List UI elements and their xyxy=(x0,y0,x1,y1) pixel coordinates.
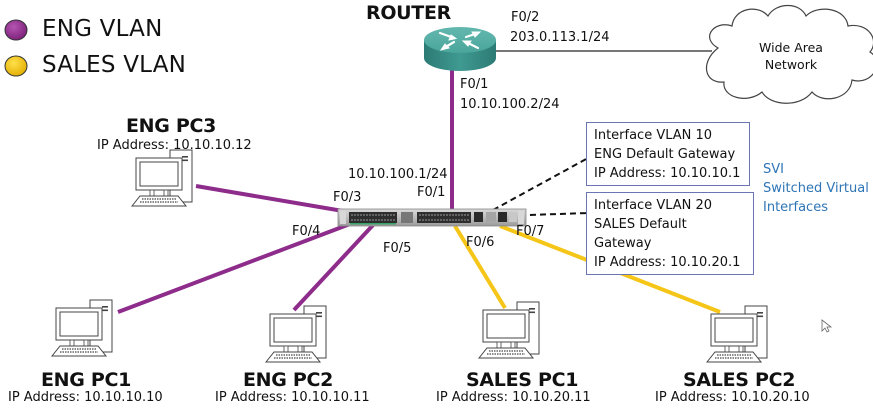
switch-f01-port: F0/1 xyxy=(417,185,446,200)
svi-vlan20-description: SALES Default Gateway xyxy=(594,217,687,251)
switch-f04-port: F0/4 xyxy=(292,224,321,239)
svi-note-line3: Interfaces xyxy=(763,200,828,215)
sales-pc1-name: SALES PC1 xyxy=(466,369,579,391)
legend-sales-vlan-swatch xyxy=(4,55,28,77)
router-f02-port: F0/2 xyxy=(511,10,540,25)
svi-vlan10-box: Interface VLAN 10 ENG Default Gateway IP… xyxy=(586,122,750,186)
svi-vlan20-ip: IP Address: 10.10.20.1 xyxy=(594,255,741,270)
sales-pc1-ip: IP Address: 10.10.20.11 xyxy=(436,390,591,405)
link-f05-eng-pc2 xyxy=(292,222,376,312)
router-icon xyxy=(424,27,496,71)
svi-vlan10-interface: Interface VLAN 10 xyxy=(594,128,713,143)
wan-label-line1: Wide Area xyxy=(759,40,823,55)
link-f04-eng-pc1 xyxy=(117,222,351,314)
sales-pc1-icon[interactable] xyxy=(478,301,540,359)
eng-pc1-name: ENG PC1 xyxy=(41,369,132,391)
switch-f06-port: F0/6 xyxy=(466,235,495,250)
svi-vlan10-link xyxy=(492,157,589,211)
eng-pc2-ip: IP Address: 10.10.10.11 xyxy=(215,390,370,405)
switch-f07-port: F0/7 xyxy=(516,224,545,239)
eng-pc2-icon[interactable] xyxy=(265,305,327,363)
link-f03-eng-pc3 xyxy=(195,184,344,213)
eng-pc2-name: ENG PC2 xyxy=(243,369,334,391)
legend-eng-vlan-swatch xyxy=(4,19,28,41)
wan-cloud-icon xyxy=(705,4,873,104)
wan-cloud-label: Wide Area Network xyxy=(746,39,836,73)
mouse-cursor-icon xyxy=(821,319,833,333)
sales-pc2-icon[interactable] xyxy=(706,305,768,363)
switch-icon xyxy=(337,208,527,227)
svi-vlan20-box: Interface VLAN 20 SALES Default Gateway … xyxy=(586,192,754,275)
router-f01-port: F0/1 xyxy=(460,77,489,92)
eng-pc3-icon[interactable] xyxy=(131,149,193,207)
wan-label-line2: Network xyxy=(764,57,818,72)
legend-sales-vlan-label: SALES VLAN xyxy=(42,52,187,78)
legend-eng-vlan-label: ENG VLAN xyxy=(42,16,163,42)
eng-pc1-ip: IP Address: 10.10.10.10 xyxy=(8,390,163,405)
sales-pc2-ip: IP Address: 10.10.20.10 xyxy=(655,390,810,405)
router-title: ROUTER xyxy=(366,2,451,24)
router-f01-ip: 10.10.100.2/24 xyxy=(460,97,560,112)
switch-uplink-ip: 10.10.100.1/24 xyxy=(348,167,448,182)
switch-f05-port: F0/5 xyxy=(383,241,412,256)
svi-note-line1: SVI xyxy=(763,162,784,177)
svi-note-line2: Switched Virtual xyxy=(763,181,869,196)
svi-vlan10-ip: IP Address: 10.10.10.1 xyxy=(594,166,741,181)
svi-note: SVI Switched Virtual Interfaces xyxy=(763,160,869,217)
svi-vlan20-interface: Interface VLAN 20 xyxy=(594,198,713,213)
sales-pc2-name: SALES PC2 xyxy=(683,369,796,391)
eng-pc3-ip: IP Address: 10.10.10.12 xyxy=(97,138,252,153)
link-f06-sales-pc1 xyxy=(453,224,507,310)
svi-vlan10-description: ENG Default Gateway xyxy=(594,147,736,162)
router-f02-ip: 203.0.113.1/24 xyxy=(510,30,610,45)
eng-pc1-icon[interactable] xyxy=(51,299,113,357)
eng-pc3-name: ENG PC3 xyxy=(126,115,217,137)
switch-f03-port: F0/3 xyxy=(333,190,362,205)
